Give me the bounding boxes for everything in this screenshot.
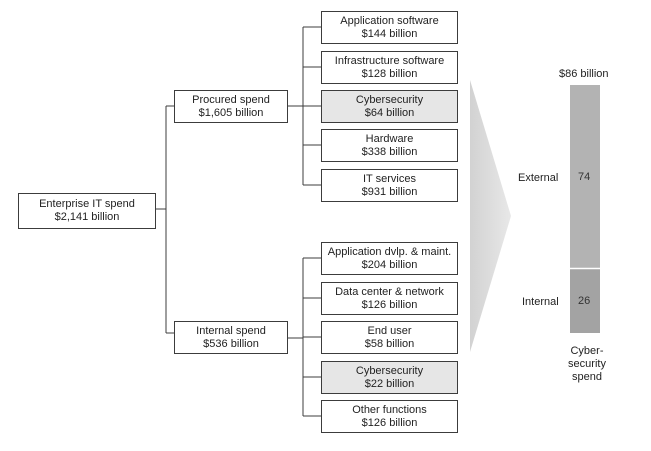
caption-line: spend xyxy=(572,371,602,383)
caption-line: Cyber- xyxy=(570,345,604,357)
root-box: Enterprise IT spend $2,141 billion xyxy=(18,193,156,229)
item-title: Cybersecurity xyxy=(355,364,424,377)
procured-item-app-software: Application software $144 billion xyxy=(321,11,458,44)
procured-item-hardware: Hardware $338 billion xyxy=(321,129,458,162)
internal-item-other-functions: Other functions $126 billion xyxy=(321,400,458,433)
internal-box: Internal spend $536 billion xyxy=(174,321,288,354)
caption-line: security xyxy=(568,358,606,370)
internal-value: $536 billion xyxy=(203,337,259,350)
flow-arrow xyxy=(470,80,511,352)
item-value: $338 billion xyxy=(361,145,418,158)
procured-title: Procured spend xyxy=(192,93,270,106)
item-title: Hardware xyxy=(365,132,414,145)
internal-item-app-dvlp: Application dvlp. & maint. $204 billion xyxy=(321,242,458,275)
internal-title: Internal spend xyxy=(196,324,266,337)
procured-item-cybersecurity: Cybersecurity $64 billion xyxy=(321,90,458,123)
item-value: $144 billion xyxy=(361,27,418,40)
procured-box: Procured spend $1,605 billion xyxy=(174,90,288,123)
bar-internal-value: 26 xyxy=(578,294,591,307)
item-value: $58 billion xyxy=(364,337,415,350)
item-title: Infrastructure software xyxy=(334,54,445,67)
bar-segment-internal xyxy=(570,268,600,333)
item-title: End user xyxy=(367,324,412,337)
bar-segment-external xyxy=(570,85,600,269)
item-title: IT services xyxy=(363,172,416,185)
item-title: Application dvlp. & maint. xyxy=(327,245,452,258)
item-value: $126 billion xyxy=(361,298,418,311)
procured-value: $1,605 billion xyxy=(198,106,264,119)
root-value: $2,141 billion xyxy=(54,211,120,223)
item-title: Data center & network xyxy=(335,285,444,298)
internal-item-end-user: End user $58 billion xyxy=(321,321,458,354)
item-value: $126 billion xyxy=(361,416,418,429)
procured-item-infra-software: Infrastructure software $128 billion xyxy=(321,51,458,84)
internal-item-cybersecurity: Cybersecurity $22 billion xyxy=(321,361,458,394)
item-title: Application software xyxy=(340,14,439,27)
item-value: $931 billion xyxy=(361,185,418,198)
bar-external-label: External xyxy=(518,172,559,184)
root-title: Enterprise IT spend xyxy=(39,198,135,210)
item-title: Cybersecurity xyxy=(355,93,424,106)
bar-internal-label: Internal xyxy=(522,296,559,308)
item-value: $22 billion xyxy=(364,377,415,390)
procured-item-it-services: IT services $931 billion xyxy=(321,169,458,202)
bar-total-label: $86 billion xyxy=(559,68,609,80)
bar-external-value: 74 xyxy=(578,170,591,183)
item-value: $204 billion xyxy=(361,258,418,271)
item-value: $64 billion xyxy=(364,106,415,119)
internal-item-data-center: Data center & network $126 billion xyxy=(321,282,458,315)
item-value: $128 billion xyxy=(361,67,418,80)
bar-caption: Cyber- security spend xyxy=(562,345,612,384)
item-title: Other functions xyxy=(352,403,427,416)
